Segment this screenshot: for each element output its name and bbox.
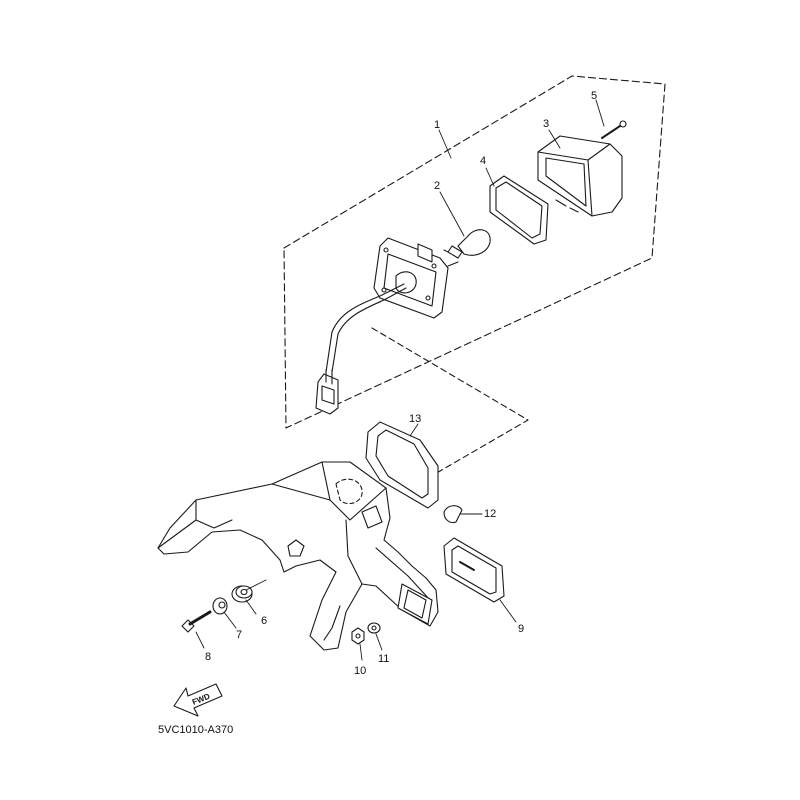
mounting-gasket[interactable] (365, 421, 439, 509)
bulb[interactable] (443, 229, 491, 259)
callout-7: 7 (236, 629, 242, 641)
leader-lines (195, 99, 605, 661)
callout-1: 1 (434, 119, 440, 131)
callout-4: 4 (480, 155, 486, 167)
nut[interactable] (351, 627, 365, 645)
callout-5: 5 (591, 90, 597, 102)
assembly-boundary (283, 75, 666, 429)
diagram-code: 5VC1010-A370 (158, 724, 233, 736)
lens-housing[interactable] (537, 135, 623, 217)
collar[interactable] (212, 597, 228, 615)
callout-12: 12 (484, 508, 496, 520)
callout-3: 3 (543, 118, 549, 130)
callout-8: 8 (205, 651, 211, 663)
rear-fender-bracket[interactable] (157, 461, 439, 651)
wire-connector[interactable] (315, 369, 339, 415)
callout-9: 9 (518, 623, 524, 635)
callout-11: 11 (378, 653, 389, 665)
bolt[interactable] (181, 610, 212, 633)
screw-part-5[interactable] (601, 120, 627, 139)
reflector[interactable] (443, 537, 505, 603)
rubber-cap[interactable] (443, 505, 463, 524)
washer[interactable] (367, 622, 381, 634)
callout-labels: 1 2 3 4 5 6 7 8 9 10 11 12 13 (205, 90, 597, 677)
forward-direction-arrow-icon: FWD (173, 683, 223, 717)
callout-13: 13 (409, 413, 421, 425)
bulb-socket-plate[interactable] (325, 237, 459, 373)
lens-gasket[interactable] (489, 175, 549, 245)
assembly-leader (371, 327, 529, 479)
callout-6: 6 (261, 615, 267, 627)
callout-10: 10 (354, 665, 366, 677)
callout-2: 2 (434, 180, 440, 192)
